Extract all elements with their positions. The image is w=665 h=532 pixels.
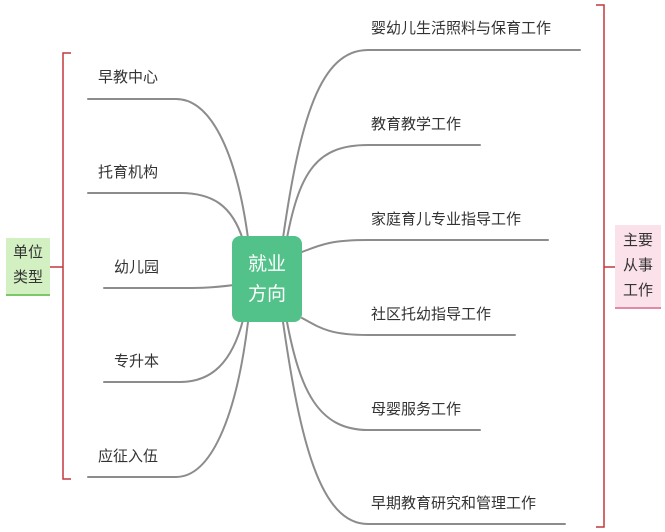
left-item-kindergarten[interactable]: 幼儿园 — [114, 258, 160, 276]
central-node[interactable]: 就业 方向 — [232, 236, 302, 322]
right-bracket — [596, 4, 605, 528]
branch-line-right-4 — [301, 317, 516, 336]
right-group-title-line-2: 从事 — [622, 256, 653, 274]
branch-line-right-1 — [282, 49, 581, 239]
right-item-research-management[interactable]: 早期教育研究和管理工作 — [371, 494, 537, 512]
central-line-1: 就业 — [247, 253, 286, 275]
right-item-infant-care[interactable]: 婴幼儿生活照料与保育工作 — [371, 19, 552, 37]
right-item-parenting-guidance[interactable]: 家庭育儿专业指导工作 — [371, 210, 522, 228]
branch-line-right-6 — [282, 321, 566, 525]
branch-line-left-5 — [87, 321, 249, 478]
right-group-title[interactable]: 主要 从事 工作 — [615, 225, 661, 309]
right-group-title-line-3: 工作 — [622, 281, 653, 299]
central-line-2: 方向 — [247, 283, 286, 305]
branch-line-left-3 — [103, 284, 235, 289]
left-group-title[interactable]: 单位 类型 — [6, 238, 50, 296]
branch-line-left-1 — [87, 98, 249, 239]
branch-line-left-4 — [103, 319, 244, 383]
left-item-early-education-center[interactable]: 早教中心 — [98, 68, 159, 86]
left-group-title-line-1: 单位 — [12, 243, 43, 261]
left-group-title-line-2: 类型 — [12, 268, 43, 286]
left-item-childcare-institution[interactable]: 托育机构 — [98, 163, 159, 181]
branch-line-left-2 — [87, 192, 244, 241]
branch-line-right-5 — [286, 321, 481, 431]
right-item-maternal-infant-service[interactable]: 母婴服务工作 — [371, 400, 462, 418]
branch-line-right-2 — [286, 144, 481, 239]
right-item-community-guidance[interactable]: 社区托幼指导工作 — [371, 305, 492, 323]
left-bracket — [62, 52, 71, 480]
right-item-teaching[interactable]: 教育教学工作 — [371, 115, 462, 133]
left-item-enlist[interactable]: 应征入伍 — [98, 447, 159, 465]
left-item-upgrade-degree[interactable]: 专升本 — [114, 352, 160, 370]
right-group-title-line-1: 主要 — [622, 231, 653, 249]
branch-line-right-3 — [301, 239, 549, 253]
